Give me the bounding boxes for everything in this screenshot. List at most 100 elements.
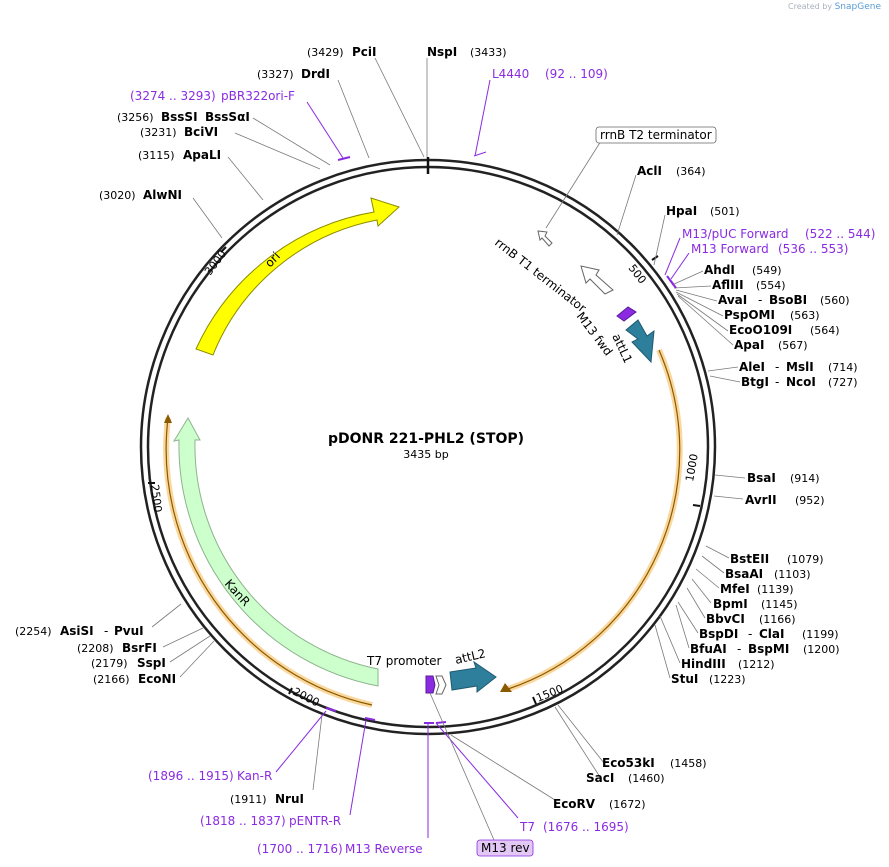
enzyme-name: BstEII	[730, 552, 769, 566]
enzyme-site-bcivi[interactable]: (3231) BciVI	[140, 125, 321, 170]
enzyme-site-apai[interactable]: ApaI (567)	[677, 295, 808, 352]
primer-name: Kan-R	[237, 769, 272, 783]
tick-label: 3000	[202, 248, 229, 278]
enzyme-site-sspi[interactable]: (2179) SspI	[91, 635, 211, 670]
enzyme-site-apali[interactable]: (3115) ApaLI	[138, 148, 264, 201]
enzyme-pos: (1145)	[761, 598, 798, 611]
tick-label: 1000	[683, 453, 701, 483]
enzyme-site-bbvci[interactable]: BbvCI (1166)	[686, 587, 796, 626]
enzyme-site-bspdi[interactable]: BspDI - ClaI (1199)	[677, 601, 839, 641]
primer-m13-reverse[interactable]: (1700 .. 1716) M13 Reverse	[257, 722, 434, 856]
enzyme-site-bsteii[interactable]: BstEII (1079)	[705, 545, 824, 566]
enzyme-site-hpai[interactable]: HpaI (501)	[653, 204, 740, 266]
enzyme-site-alwni[interactable]: (3020) AlwNI	[99, 188, 223, 239]
enzyme-site-econi[interactable]: (2166) EcoNI	[93, 640, 215, 686]
enzyme-site-ecoo109i[interactable]: EcoO109I (564)	[676, 293, 840, 337]
feature-t7-promoter: T7 promoter	[366, 654, 447, 695]
enzyme-name: EcoNI	[138, 672, 176, 686]
primer-pbr322ori-f[interactable]: (3274 .. 3293) pBR322ori-F	[130, 89, 351, 161]
enzyme-name: EcoRV	[553, 797, 596, 811]
primer-range: (1896 .. 1915)	[148, 769, 234, 783]
enzyme-name: Eco53kI	[602, 756, 655, 770]
t7-promoter-label: T7 promoter	[366, 654, 442, 668]
enzyme-name: BpmI	[713, 597, 748, 611]
enzyme-pos: (714)	[828, 361, 858, 374]
primer-m13-rev-feature[interactable]: M13 rev	[429, 692, 534, 857]
enzyme-site-nrui[interactable]: (1911) NruI	[230, 714, 323, 806]
enzyme-site-bsai[interactable]: BsaI (914)	[714, 471, 820, 485]
enzyme-pos: (501)	[710, 205, 740, 218]
enzyme-site-bsaai[interactable]: BsaAI (1103)	[701, 555, 811, 581]
tick-3000: 3000	[202, 246, 229, 278]
enzyme-pos: (1212)	[738, 658, 775, 671]
primer-pentr-r[interactable]: (1818 .. 1837) pENTR-R	[200, 717, 376, 828]
primer-name: pENTR-R	[289, 814, 341, 828]
enzyme-pos: (1139)	[757, 583, 794, 596]
enzyme-site-bfuai[interactable]: BfuAI - BspMI (1200)	[675, 604, 840, 656]
enzyme-site-acli[interactable]: AclI (364)	[616, 164, 706, 236]
enzyme-site-alei[interactable]: AleI - MslI (714)	[707, 360, 858, 374]
enzyme-site-saci[interactable]: SacI (1460)	[554, 706, 665, 785]
enzyme-name: StuI	[671, 672, 698, 686]
enzyme-site-ahdi[interactable]: AhdI (549)	[671, 263, 782, 286]
t7-promoter-arrow	[435, 675, 447, 695]
enzyme-site-btgi[interactable]: BtgI - NcoI (727)	[709, 375, 858, 389]
enzyme-pos: (1103)	[774, 568, 811, 581]
primer-l4440[interactable]: L4440 (92 .. 109)	[473, 67, 608, 157]
rrnb-t1-label: rrnB T1 terminator	[492, 235, 589, 315]
enzyme-site-hindiii[interactable]: HindIII (1212)	[659, 615, 775, 671]
enzyme-site-pspomi[interactable]: PspOMI (563)	[675, 291, 820, 322]
svg-text:-: -	[775, 375, 779, 389]
rrnb-t2-label: rrnB T2 terminator	[600, 128, 712, 142]
enzyme-name-alt: BsoBI	[769, 293, 807, 307]
enzyme-name: AvrII	[745, 493, 777, 507]
plasmid-name: pDONR 221-PHL2 (STOP)	[328, 431, 524, 447]
enzyme-site-bsssi[interactable]: (3256) BssSI BssSαI	[117, 110, 331, 166]
primer-m13-forward[interactable]: M13 Forward (536 .. 553)	[669, 242, 848, 289]
enzyme-pos: (3231)	[140, 126, 177, 139]
enzyme-site-nspi[interactable]: NspI (3433)	[426, 45, 507, 157]
enzyme-site-afliii[interactable]: AflIII (554)	[673, 278, 786, 292]
enzyme-name-alt: MslI	[786, 360, 814, 374]
enzyme-pos: (567)	[778, 339, 808, 352]
attl2-label: attL2	[454, 646, 487, 667]
svg-text:-: -	[737, 642, 741, 656]
backbone-outer-strand	[139, 158, 717, 736]
enzyme-name: NruI	[275, 792, 304, 806]
enzyme-pos: (560)	[820, 294, 850, 307]
primer-name: M13 Reverse	[345, 842, 423, 856]
enzyme-pos: (1911)	[230, 793, 267, 806]
enzyme-pos: (1199)	[802, 628, 839, 641]
enzyme-pos: (1079)	[787, 553, 824, 566]
primer-m13-puc-forward[interactable]: M13/pUC Forward (522 .. 544)	[664, 227, 875, 285]
enzyme-site-bpmi[interactable]: BpmI (1145)	[691, 578, 798, 611]
enzyme-pos: (1223)	[709, 673, 746, 686]
enzyme-site-bsrfi[interactable]: (2208) BsrFI	[77, 627, 204, 655]
enzyme-pos: (364)	[676, 165, 706, 178]
tick-1000: 1000	[683, 453, 701, 507]
enzyme-pos: (2179)	[91, 657, 128, 670]
enzyme-name: HpaI	[666, 204, 697, 218]
enzyme-site-asisi[interactable]: (2254) AsiSI - PvuI	[15, 603, 182, 638]
enzyme-name-alt: BspMI	[748, 642, 789, 656]
enzyme-site-stui[interactable]: StuI (1223)	[654, 624, 746, 686]
enzyme-site-drdi[interactable]: (3327) DrdI	[257, 67, 370, 159]
enzyme-pos: (549)	[752, 264, 782, 277]
primer-kan-r[interactable]: (1896 .. 1915) Kan-R	[148, 707, 337, 783]
enzyme-pos: (2254)	[15, 625, 52, 638]
enzyme-site-ecorv[interactable]: EcoRV (1672)	[450, 734, 646, 811]
enzyme-site-avrii[interactable]: AvrII (952)	[713, 493, 825, 507]
attl2-arrow	[449, 660, 497, 694]
enzyme-site-avai[interactable]: AvaI - BsoBI (560)	[675, 289, 850, 307]
enzyme-name: BsaAI	[725, 567, 763, 581]
svg-text:-: -	[104, 624, 108, 638]
enzyme-site-mfei[interactable]: MfeI (1139)	[695, 568, 794, 596]
primer-range: (92 .. 109)	[545, 67, 608, 81]
enzyme-name: PspOMI	[724, 308, 775, 322]
enzyme-pos: (554)	[756, 279, 786, 292]
enzyme-site-eco53ki[interactable]: Eco53kI (1458)	[557, 704, 707, 770]
enzyme-site-pcii[interactable]: (3429) PciI	[307, 45, 425, 158]
enzyme-pos: (1200)	[803, 643, 840, 656]
m13-fwd-arrow	[616, 306, 637, 322]
plasmid-center-label: pDONR 221-PHL2 (STOP) 3435 bp	[328, 431, 524, 461]
